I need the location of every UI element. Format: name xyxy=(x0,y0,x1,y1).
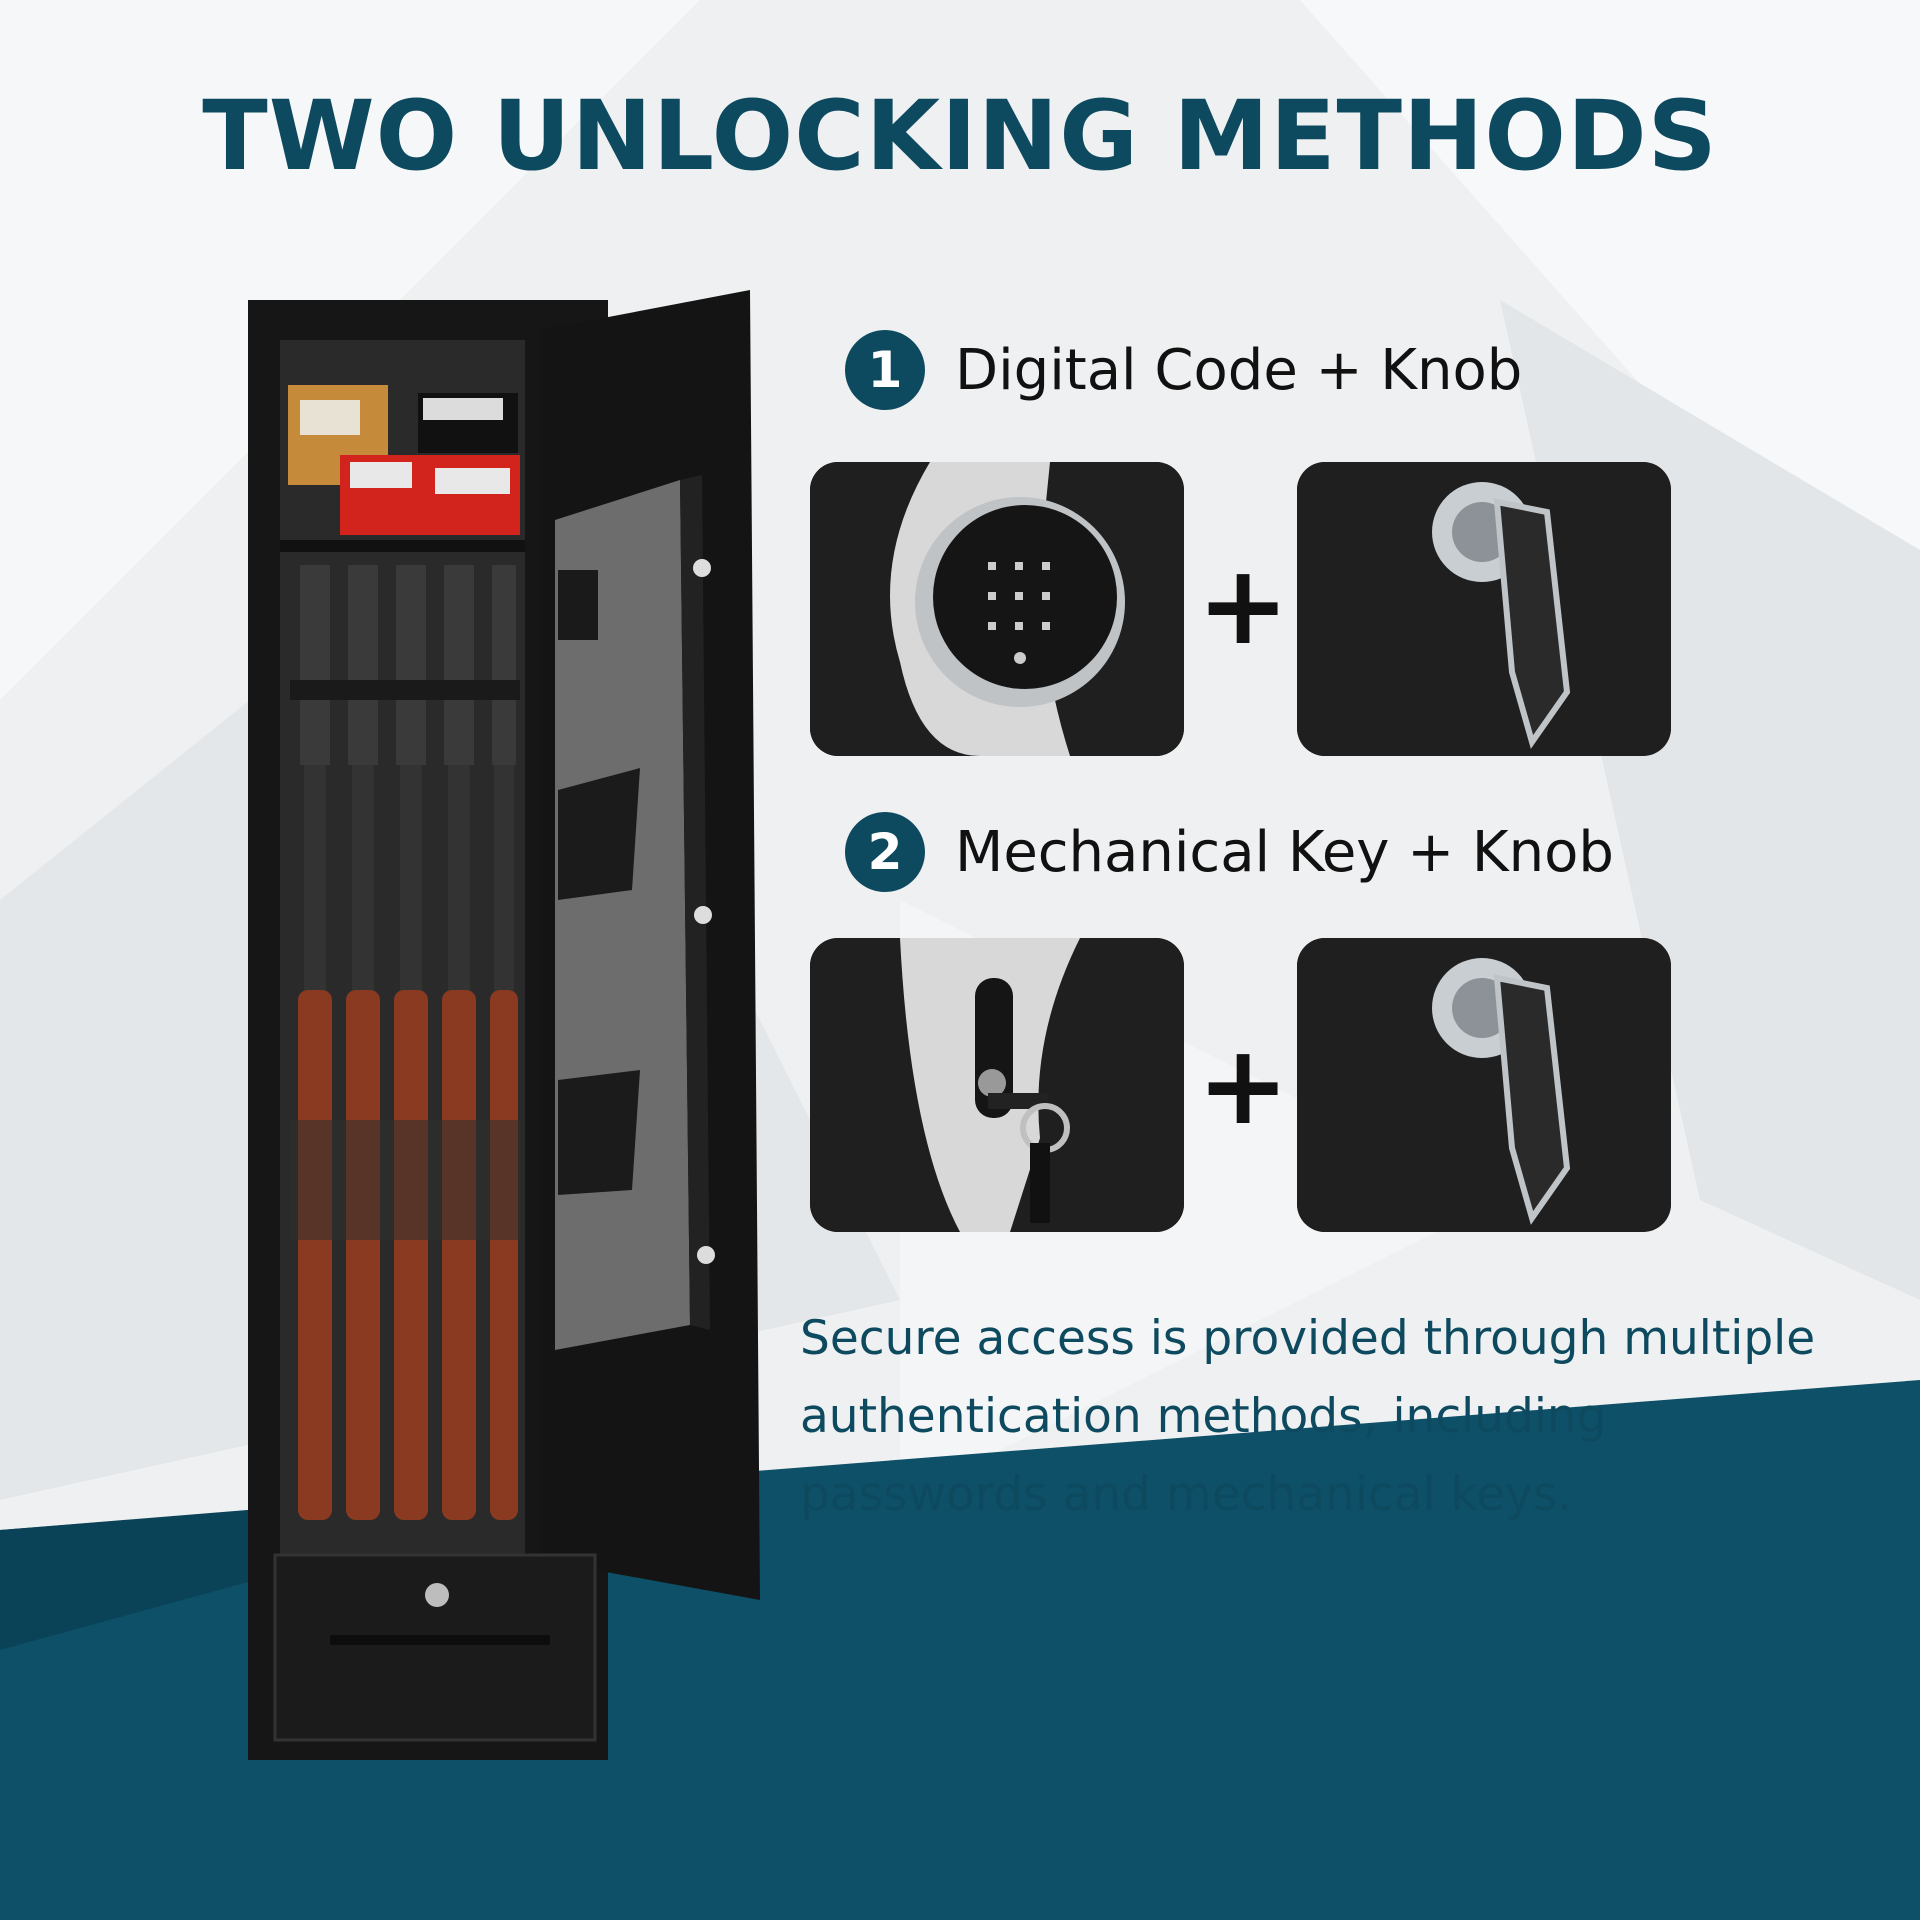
knob-handle-tile-2 xyxy=(1297,938,1671,1232)
method-2-label: Mechanical Key + Knob xyxy=(955,819,1614,885)
description-text: Secure access is provided through multip… xyxy=(800,1311,1816,1522)
step-2-badge: 2 xyxy=(845,812,925,892)
key-lock-icon xyxy=(810,938,1184,1232)
rifle-rack xyxy=(290,565,520,1520)
method-1-label: Digital Code + Knob xyxy=(955,337,1523,403)
knob-handle-icon xyxy=(1297,462,1671,756)
knob-handle-tile-1 xyxy=(1297,462,1671,756)
plus-icon-2: + xyxy=(1197,1021,1290,1149)
page-title: TWO UNLOCKING METHODS xyxy=(202,80,1718,192)
plus-icon-1: + xyxy=(1197,541,1290,669)
method-2-title: 2 Mechanical Key + Knob xyxy=(845,812,1614,892)
knob-handle-icon xyxy=(1297,938,1671,1232)
keypad-lock-icon xyxy=(810,462,1184,756)
keypad-lock-tile xyxy=(810,462,1184,756)
method-1-title: 1 Digital Code + Knob xyxy=(845,330,1522,410)
step-1-badge: 1 xyxy=(845,330,925,410)
key-lock-tile xyxy=(810,938,1184,1232)
gun-safe-image xyxy=(248,290,760,1760)
